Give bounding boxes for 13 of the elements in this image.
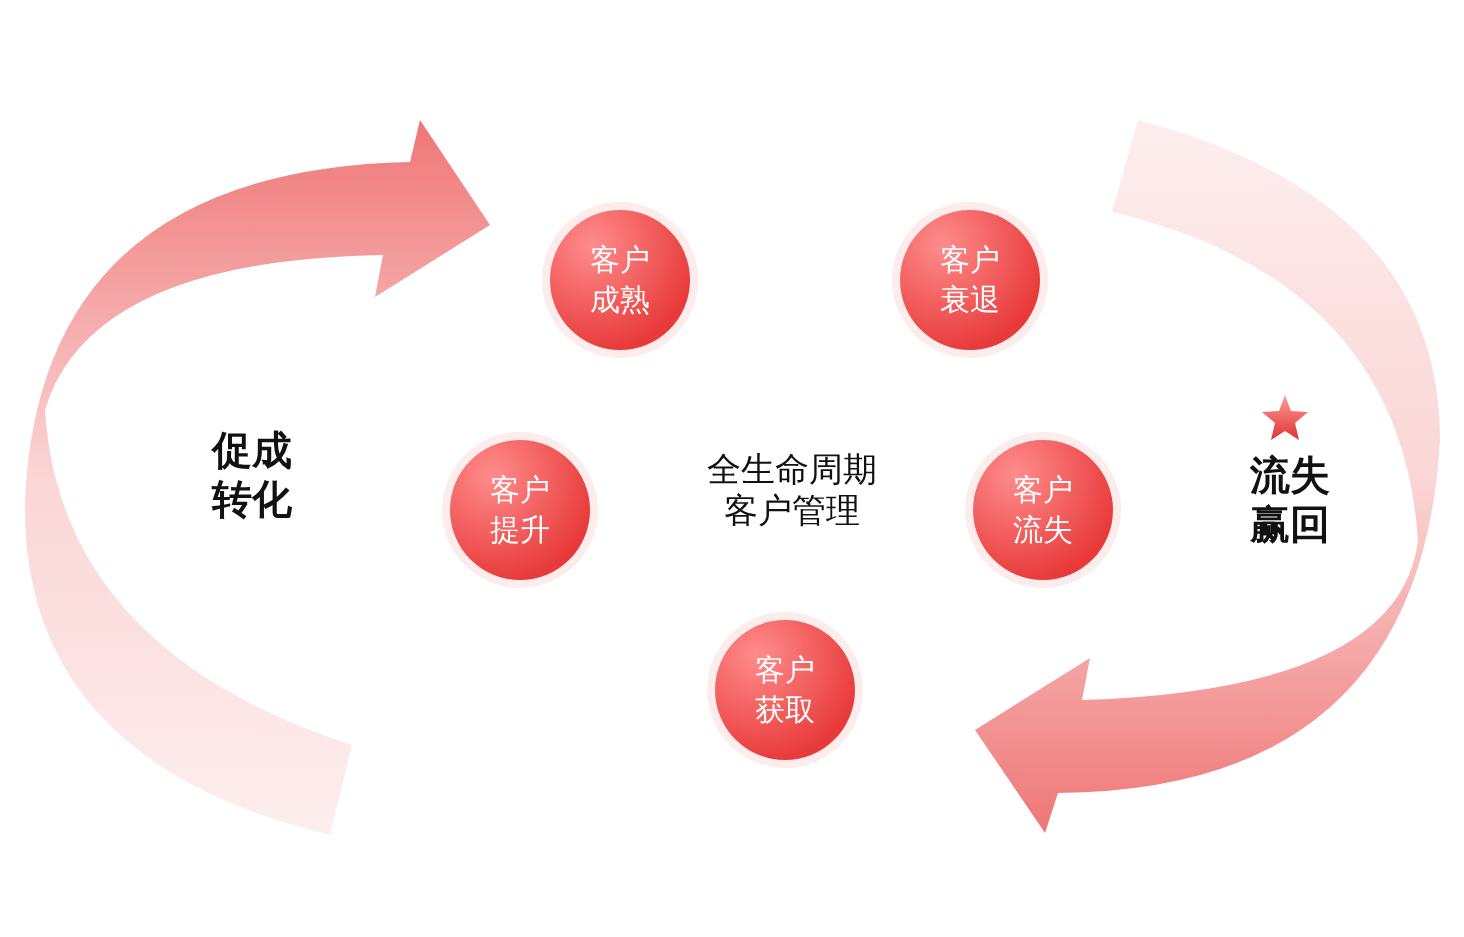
stage-label: 客户获取 [754,651,816,729]
stage-label: 客户衰退 [939,241,1001,319]
side-label: 流失赢回 [1249,451,1331,549]
stage-circle [973,440,1113,580]
stage-label: 客户提升 [489,471,551,549]
stage-circle [715,620,855,760]
stage-label: 客户成熟 [589,241,651,319]
center-label: 全生命周期客户管理 [706,448,878,532]
stage-circle [550,210,690,350]
side-label: 促成转化 [210,426,293,524]
stage-circle [450,440,590,580]
stage-circle [900,210,1040,350]
stage-label: 客户流失 [1012,471,1074,549]
